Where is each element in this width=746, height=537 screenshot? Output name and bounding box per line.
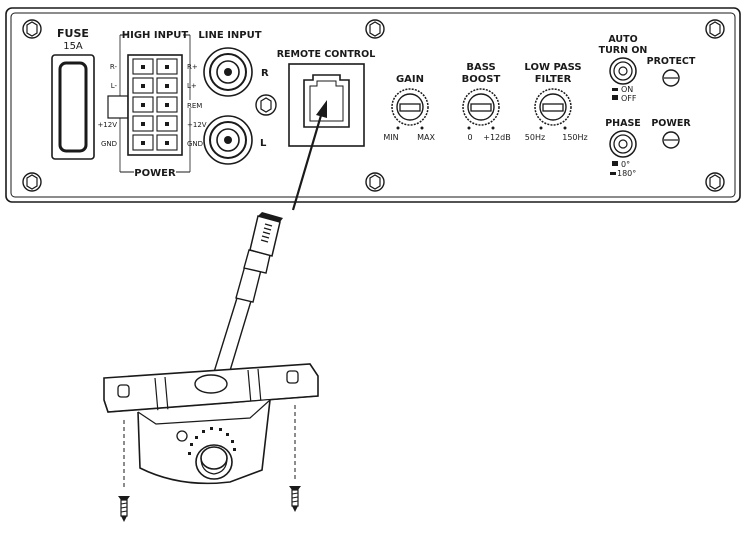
protect-title: PROTECT (647, 56, 696, 67)
fuse-holder-icon (51, 54, 95, 160)
low-pass-title-line2: FILTER (535, 74, 572, 85)
power-led-title: POWER (651, 118, 691, 129)
remote-control-title: REMOTE CONTROL (277, 49, 376, 60)
low-pass-title-line1: LOW PASS (524, 62, 581, 73)
phase-switch-icon (609, 130, 637, 158)
auto-turn-on-title-line2: TURN ON (599, 45, 648, 56)
pin-label-rem: REM (187, 102, 202, 110)
bass-boost-min-label: 0 (467, 133, 472, 142)
pin-label-12v-left: +12V (97, 121, 117, 129)
bass-boost-knob-icon (462, 88, 500, 126)
gain-knob-icon (391, 88, 429, 126)
protect-led-icon (662, 69, 680, 87)
auto-turn-on-switch-icon (609, 57, 637, 85)
auto-off-label: OFF (621, 94, 637, 103)
panel-screw-icon (365, 172, 385, 192)
phase-0-label: 0° (621, 160, 630, 169)
mounting-screw-icon (118, 496, 130, 522)
pin-label-l-minus: L- (111, 82, 118, 90)
amplifier-panel (5, 7, 741, 203)
connection-arrow (291, 100, 327, 211)
auto-turn-on-title-line1: AUTO (608, 34, 637, 45)
low-pass-max-label: 150Hz (562, 133, 587, 142)
panel-screw-icon (365, 19, 385, 39)
phase-title: PHASE (605, 118, 641, 129)
rj-cable-plug-icon (213, 212, 283, 375)
phase-180-label: 180° (617, 169, 636, 178)
fuse-rating: 15A (63, 41, 83, 52)
ground-screw-icon (255, 94, 277, 116)
mounting-screw-icon (289, 486, 301, 512)
gain-min-label: MIN (383, 133, 398, 142)
auto-on-label: ON (621, 85, 633, 94)
pin-label-gnd-right: GND (187, 140, 203, 148)
panel-screw-icon (705, 19, 725, 39)
bass-boost-title-line1: BASS (466, 62, 495, 73)
rca-jack-right-icon (203, 47, 253, 97)
line-input-l-label: L (260, 138, 267, 149)
low-pass-knob-icon (534, 88, 572, 126)
line-input-r-label: R (261, 68, 269, 79)
fuse-title: FUSE (57, 27, 89, 40)
high-input-connector-icon (107, 54, 183, 156)
bass-boost-max-label: +12dB (483, 133, 510, 142)
pin-label-12v-right: +12V (187, 121, 207, 129)
remote-control-unit-icon (103, 363, 319, 485)
pin-label-gnd-left: GND (101, 140, 117, 148)
rca-jack-left-icon (203, 115, 253, 165)
pin-label-r-plus: R+ (187, 63, 198, 71)
gain-max-label: MAX (417, 133, 435, 142)
pin-label-r-minus: R- (110, 63, 118, 71)
gain-title: GAIN (396, 74, 424, 85)
bass-boost-title-line2: BOOST (462, 74, 501, 85)
power-led-icon (662, 131, 680, 149)
panel-screw-icon (22, 172, 42, 192)
pin-label-l-plus: L+ (187, 82, 197, 90)
high-input-title: HIGH INPUT (122, 30, 189, 41)
panel-screw-icon (705, 172, 725, 192)
panel-screw-icon (22, 19, 42, 39)
line-input-title: LINE INPUT (198, 30, 261, 41)
power-connector-title: POWER (134, 168, 176, 179)
low-pass-min-label: 50Hz (525, 133, 545, 142)
